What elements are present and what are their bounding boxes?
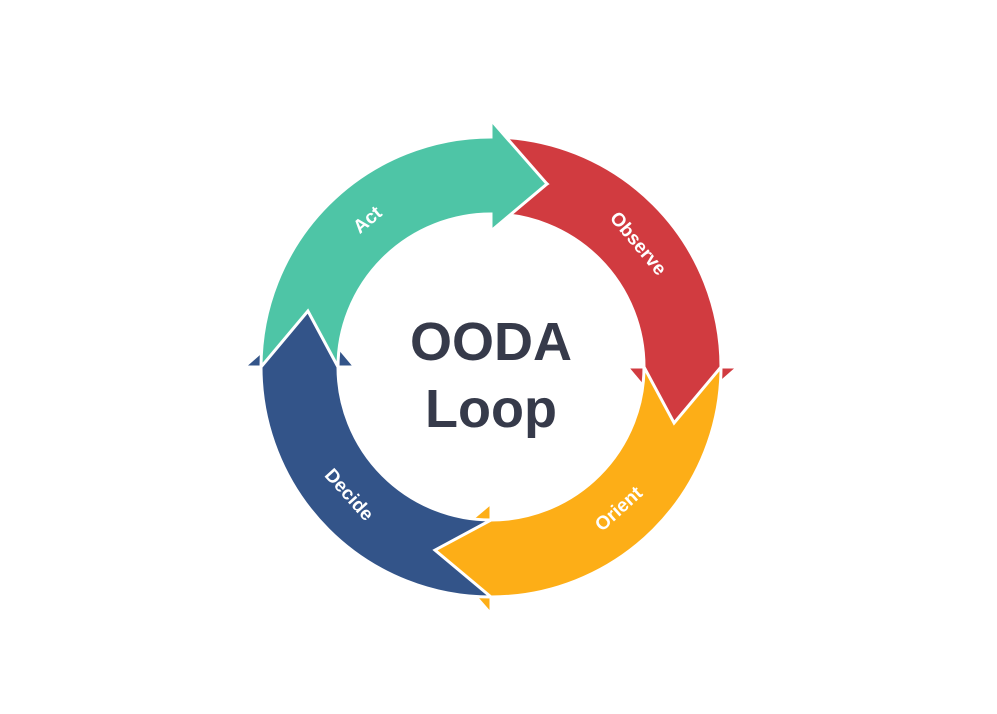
arrow-orient (432, 362, 723, 618)
cycle-arrows (240, 116, 742, 618)
center-title: OODA Loop (410, 312, 572, 439)
arrow-observe (486, 135, 742, 426)
title-line-1: OODA (410, 312, 572, 372)
arrow-decide (240, 308, 496, 599)
arrow-act (259, 116, 550, 372)
title-line-2: Loop (425, 379, 557, 439)
